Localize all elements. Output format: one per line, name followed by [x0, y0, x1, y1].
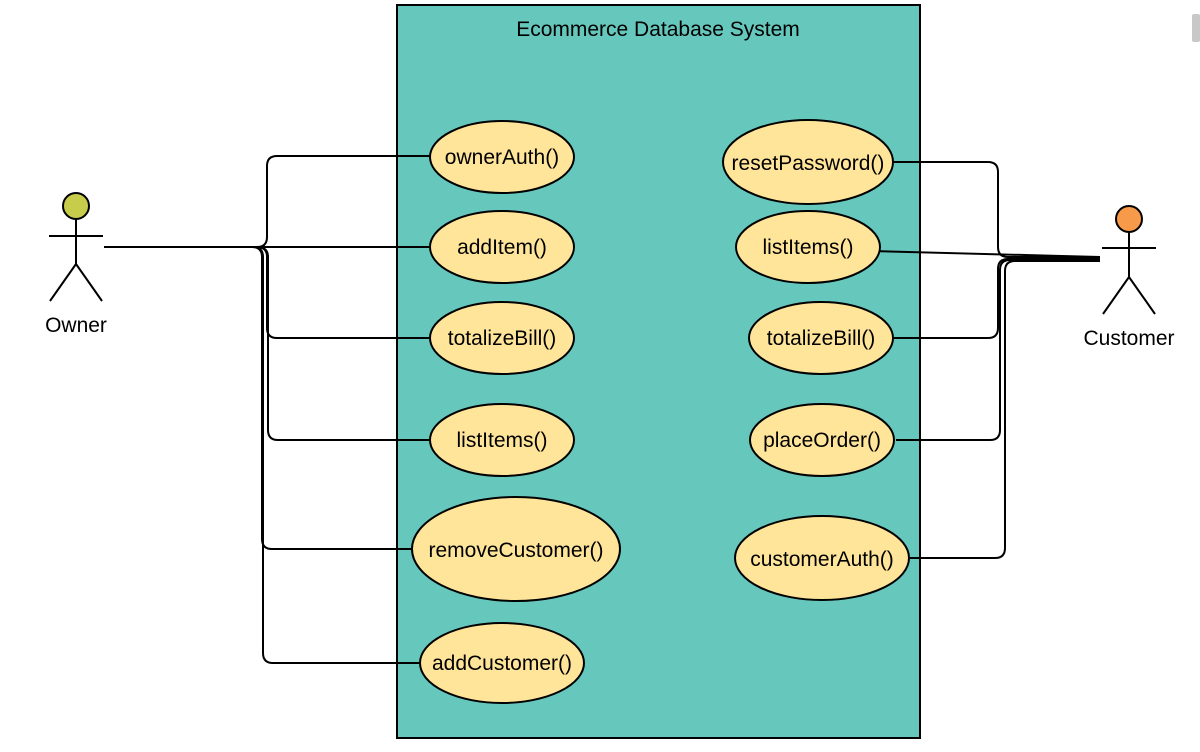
actor-customer[interactable]: Customer	[1083, 205, 1175, 350]
use-case-owner-totalizebill[interactable]: totalizeBill()	[429, 301, 575, 375]
customer-label: Customer	[1083, 327, 1174, 350]
use-case-ellipse	[429, 120, 575, 194]
use-case-label: customerAuth()	[750, 548, 894, 571]
owner-head-icon	[62, 192, 90, 220]
use-case-owner-removecustomer[interactable]: removeCustomer()	[411, 496, 621, 602]
customer-head-icon	[1115, 205, 1143, 233]
use-case-label: addCustomer()	[432, 652, 572, 675]
use-case-ellipse	[429, 210, 575, 284]
use-case-owner-additem[interactable]: addItem()	[429, 210, 575, 284]
use-case-label: ownerAuth()	[445, 146, 559, 169]
customer-use-cases: resetPassword() listItems() totalizeBill…	[722, 119, 910, 601]
use-case-ellipse	[411, 496, 621, 602]
use-case-ellipse	[748, 301, 894, 375]
use-case-customer-resetpassword[interactable]: resetPassword()	[722, 119, 894, 205]
owner-label: Owner	[45, 314, 107, 337]
owner-associations	[104, 155, 430, 664]
scrollbar-thumb[interactable]	[1192, 14, 1200, 42]
use-case-ellipse	[429, 301, 575, 375]
association-customer-resetpassword	[893, 161, 1100, 258]
use-case-customer-listitems[interactable]: listItems()	[735, 210, 881, 284]
use-case-label: totalizeBill()	[767, 327, 876, 350]
use-case-customer-placeorder[interactable]: placeOrder()	[749, 403, 895, 477]
use-case-ellipse	[722, 119, 894, 205]
actor-owner[interactable]: Owner	[45, 192, 107, 337]
use-case-label: addItem()	[457, 236, 547, 259]
customer-body-icon	[1102, 232, 1156, 315]
association-owner-removecustomer	[240, 246, 412, 550]
owner-body-icon	[49, 219, 103, 302]
use-case-customer-customerauth[interactable]: customerAuth()	[734, 515, 910, 601]
use-case-owner-listitems[interactable]: listItems()	[429, 403, 575, 477]
use-case-label: removeCustomer()	[428, 539, 603, 562]
use-case-label: placeOrder()	[763, 429, 881, 452]
system-title: Ecommerce Database System	[516, 18, 800, 41]
use-case-customer-totalizebill[interactable]: totalizeBill()	[748, 301, 894, 375]
association-customer-listitems	[871, 250, 1101, 258]
association-customer-customerauth	[910, 260, 1100, 559]
use-case-ellipse	[735, 210, 881, 284]
use-case-ellipse	[429, 403, 575, 477]
use-case-label: listItems()	[457, 429, 548, 452]
owner-use-cases: ownerAuth() addItem() totalizeBill() lis…	[411, 120, 621, 704]
association-customer-totalizebill	[893, 258, 1100, 339]
association-customer-placeorder	[896, 259, 1100, 441]
use-case-owner-ownerauth[interactable]: ownerAuth()	[429, 120, 575, 194]
use-case-ellipse	[419, 622, 585, 704]
use-case-label: resetPassword()	[732, 152, 885, 175]
customer-associations	[871, 161, 1101, 559]
use-case-label: listItems()	[763, 236, 854, 259]
use-case-owner-addcustomer[interactable]: addCustomer()	[419, 622, 585, 704]
association-owner-listitems	[240, 246, 430, 441]
association-owner-ownerauth	[104, 155, 430, 248]
association-owner-addcustomer	[240, 246, 420, 664]
use-case-ellipse	[749, 403, 895, 477]
use-case-label: totalizeBill()	[448, 327, 557, 350]
use-case-ellipse	[734, 515, 910, 601]
